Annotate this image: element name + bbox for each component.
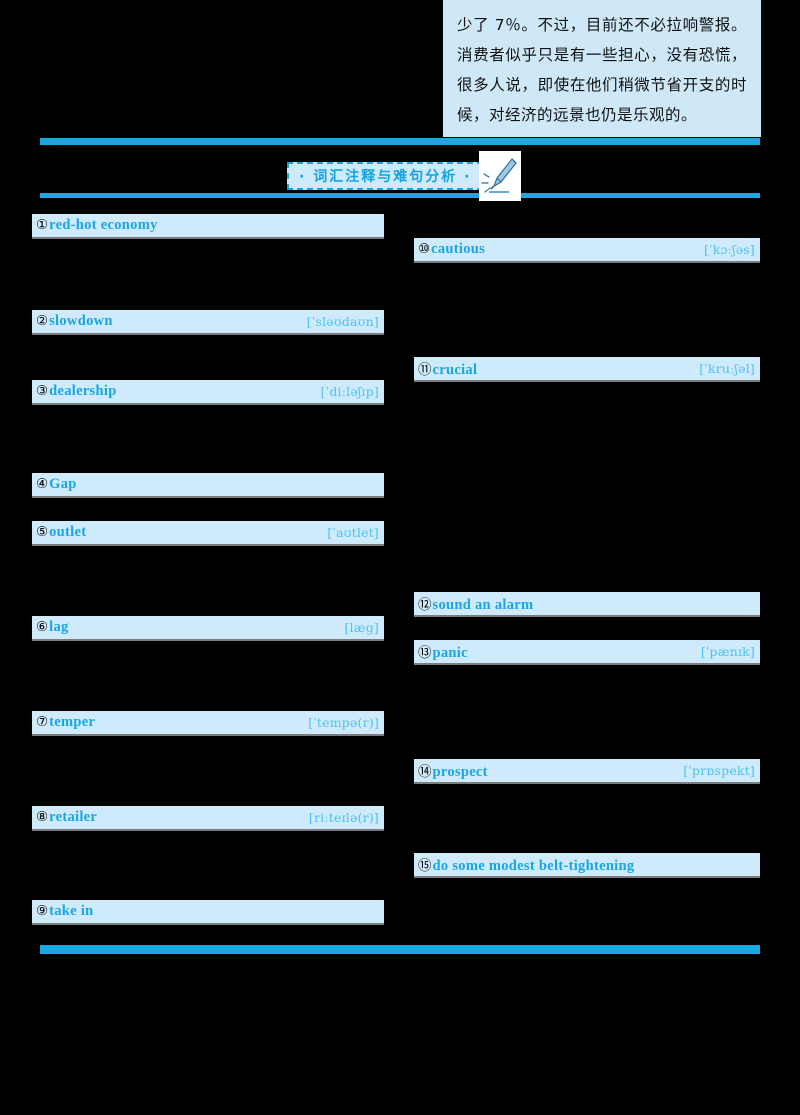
header-rule-bottom	[40, 193, 760, 198]
vocabulary-phonetic: [ˈpænɪk]	[700, 644, 755, 659]
vocabulary-phonetic: [ˈkɔːʃəs]	[704, 242, 755, 257]
header-rule-top	[40, 138, 760, 145]
pen-icon	[479, 151, 521, 201]
vocabulary-phonetic: [ˈsləʊdaʊn]	[306, 314, 379, 329]
section-title-badge: · 词汇注释与难句分析 ·	[287, 162, 484, 190]
vocabulary-word: Gap	[49, 476, 77, 492]
footer-rule	[40, 945, 760, 954]
vocabulary-word: slowdown	[49, 313, 113, 329]
vocabulary-index: ①	[36, 217, 49, 232]
vocabulary-index: ⑦	[36, 714, 49, 729]
vocabulary-word: lag	[49, 619, 69, 635]
vocabulary-phonetic: [ˈkruːʃəl]	[699, 361, 755, 376]
vocabulary-index: ⑨	[36, 903, 49, 918]
vocabulary-index: ⑫	[418, 597, 432, 612]
vocabulary-index: ③	[36, 383, 49, 398]
vocabulary-word: do some modest belt-tightening	[432, 858, 635, 874]
vocabulary-phonetic: [ˈtempə(r)]	[308, 715, 379, 730]
vocabulary-index: ⑮	[418, 858, 432, 873]
translation-paragraph: 少了 7％。不过，目前还不必拉响警报。消费者似乎只是有一些担心，没有恐慌，很多人…	[457, 16, 747, 124]
vocabulary-word: cautious	[431, 241, 486, 257]
vocabulary-word: take in	[49, 903, 94, 919]
vocabulary-word: panic	[432, 645, 468, 661]
vocabulary-index: ⑩	[418, 241, 431, 256]
vocabulary-word: dealership	[49, 383, 117, 399]
vocabulary-phonetic: [riːteɪlə(r)]	[308, 810, 379, 825]
vocabulary-index: ②	[36, 313, 49, 328]
vocabulary-phonetic: [læg]	[344, 620, 379, 635]
vocabulary-word: temper	[49, 714, 96, 730]
vocabulary-index: ⑤	[36, 524, 49, 539]
vocabulary-word: sound an alarm	[432, 597, 534, 613]
vocabulary-word: prospect	[432, 764, 488, 780]
vocabulary-phonetic: [ˈaʊtlet]	[327, 525, 379, 540]
vocabulary-word: retailer	[49, 809, 98, 825]
vocabulary-index: ⑧	[36, 809, 49, 824]
translation-block: 少了 7％。不过，目前还不必拉响警报。消费者似乎只是有一些担心，没有恐慌，很多人…	[443, 0, 761, 137]
vocabulary-index: ⑥	[36, 619, 49, 634]
vocabulary-index: ⑭	[418, 764, 432, 779]
vocabulary-index: ⑪	[418, 362, 432, 377]
vocabulary-index: ⑬	[418, 645, 432, 660]
vocabulary-phonetic: [ˈprɒspekt]	[683, 763, 755, 778]
section-title-text: · 词汇注释与难句分析 ·	[299, 169, 472, 185]
vocabulary-word: outlet	[49, 524, 87, 540]
vocabulary-word: red-hot economy	[49, 217, 158, 233]
vocabulary-phonetic: [ˈdiːləʃɪp]	[320, 384, 379, 399]
vocabulary-word: crucial	[432, 362, 478, 378]
vocabulary-index: ④	[36, 476, 49, 491]
